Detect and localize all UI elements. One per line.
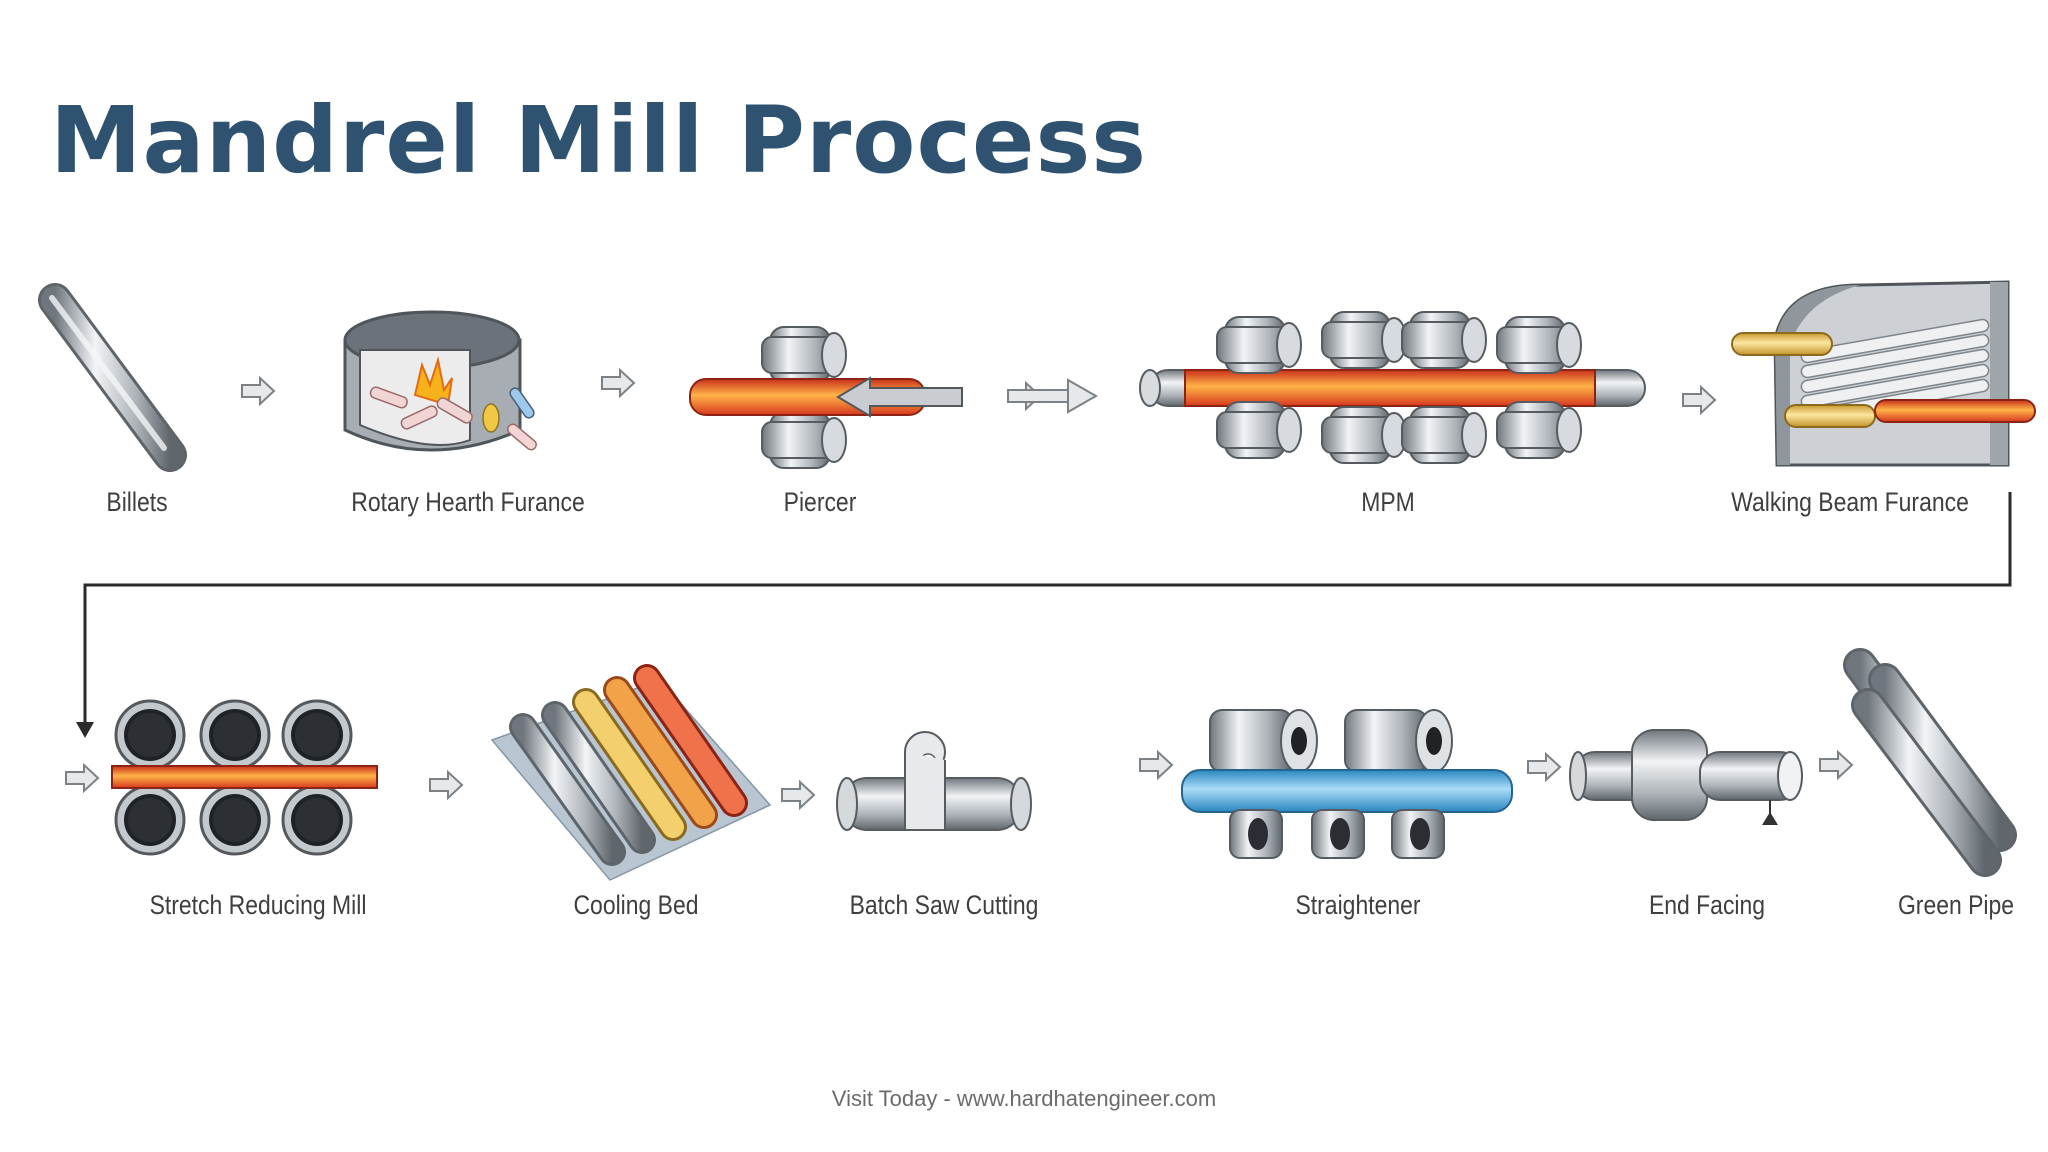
stage-label-batch-saw-cutting: Batch Saw Cutting [849,890,1039,920]
arrow-icon [1527,753,1561,781]
arrow-icon [429,771,463,799]
stage-label-stretch-reducing-mill: Stretch Reducing Mill [149,890,367,920]
stage-label-walking-beam-furnace: Walking Beam Furance [1731,487,1969,517]
stretch-reducing-mill-illustration [111,699,378,856]
straightener-illustration [1181,709,1513,859]
arrow-icon [1819,751,1853,779]
walking-beam-furnace-illustration [1731,280,2036,467]
end-facing-illustration [1569,729,1803,825]
arrow-icon [241,377,275,405]
arrow-icon [1139,751,1173,779]
stage-label-cooling-bed: Cooling Bed [573,890,699,920]
stage-label-straightener: Straightener [1295,890,1421,920]
stage-label-mpm: MPM [1361,487,1415,517]
stage-label-end-facing: End Facing [1648,890,1766,920]
connector-arrowhead [76,722,94,738]
arrow-icon [781,781,815,809]
stage-label-rotary-hearth-furnace: Rotary Hearth Furance [351,487,585,517]
piercer-illustration [689,326,963,469]
connector-line [83,492,2012,728]
billets-illustration [38,283,187,472]
mpm-illustration [1139,311,1646,464]
arrow-icon [65,764,99,792]
rotary-hearth-furnace-illustration [343,310,537,452]
arrow-icon [1682,386,1716,414]
footer-text: Visit Today - www.hardhatengineer.com [831,1086,1217,1111]
arrow-icon [601,369,635,397]
stage-label-green-pipe: Green Pipe [1897,890,2015,920]
stage-label-billets: Billets [106,487,168,517]
cooling-bed-illustration [490,664,772,881]
green-pipe-illustration [1843,648,2017,877]
stage-label-piercer: Piercer [783,487,857,517]
batch-saw-cutting-illustration [836,731,1032,831]
page-title: Mandrel Mill Process [50,87,1147,194]
